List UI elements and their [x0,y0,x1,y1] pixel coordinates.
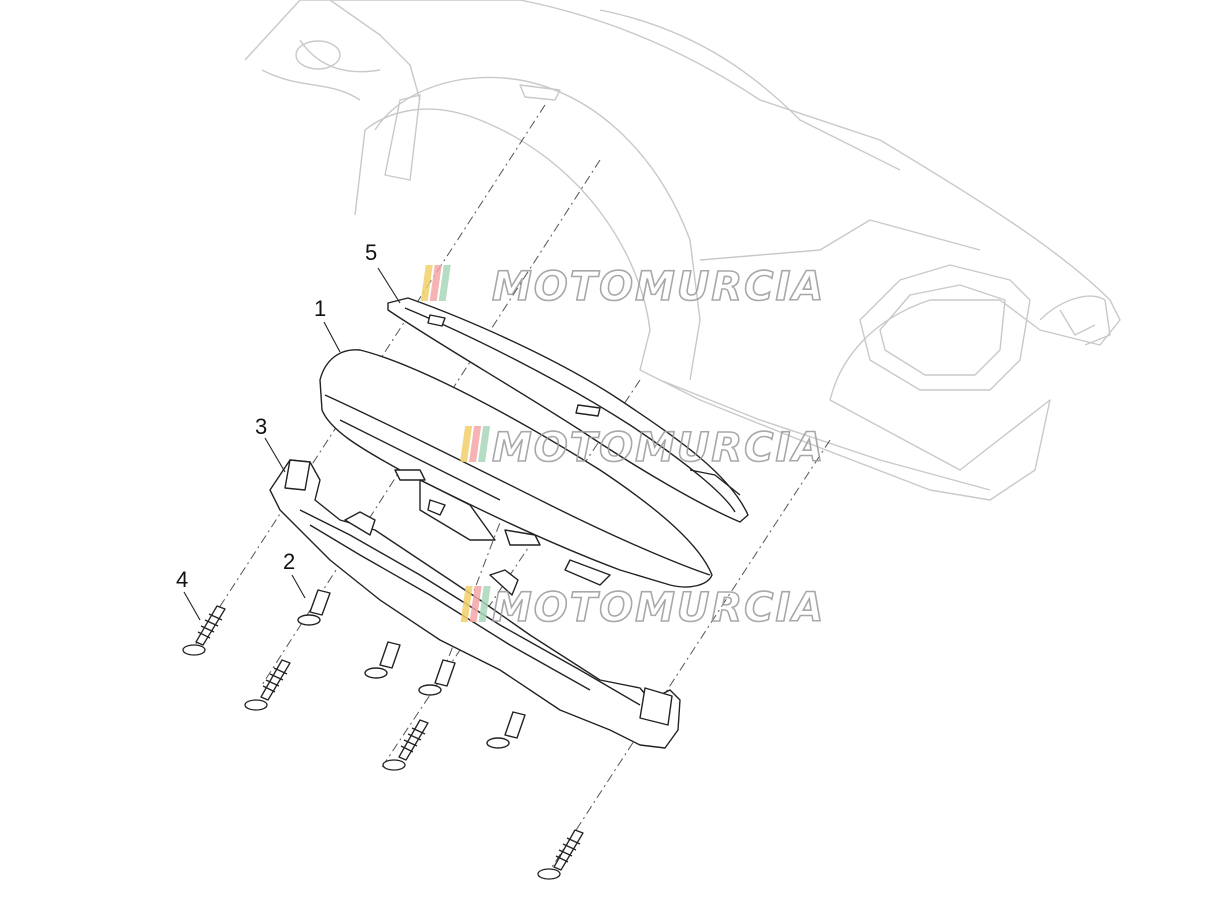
callout-3: 3 [255,414,267,439]
screw-2b [364,641,401,679]
watermark-text: MOTOMURCIA [492,425,825,471]
screw-2c [418,659,456,696]
callout-leader-lines [183,267,401,621]
part-4-self-tapping-screws [182,605,584,880]
part-2-screws [297,589,526,749]
watermark-stripe [438,265,451,301]
watermark-text: MOTOMURCIA [492,264,825,310]
watermark-logo-middle: MOTOMURCIA [460,424,825,472]
callout-1: 1 [314,296,326,321]
watermark-logo-bottom: MOTOMURCIA [460,584,825,632]
watermark-text: MOTOMURCIA [492,585,825,631]
handlebar-cover-outline [244,0,1121,501]
screw-4b [244,659,291,711]
callout-4: 4 [176,567,188,592]
watermark-stripe [420,265,433,301]
watermark-stripe [478,586,491,622]
watermark-stripe [429,265,442,301]
watermark-stripe [469,586,482,622]
screw-4d [537,829,584,880]
watermark-stripe [460,586,473,622]
callout-2: 2 [283,549,295,574]
watermark-stripe [478,426,491,462]
screw-2a [297,589,331,626]
watermark-logo-top: MOTOMURCIA [420,263,825,311]
watermark-stripe [460,426,473,462]
callout-5: 5 [365,240,377,265]
part-1-instrument-cluster [319,349,713,588]
screw-2d [486,711,526,749]
part-5-bezel [387,297,749,523]
screw-4a [182,605,226,656]
screw-4c [382,719,429,771]
watermark-stripe [469,426,482,462]
